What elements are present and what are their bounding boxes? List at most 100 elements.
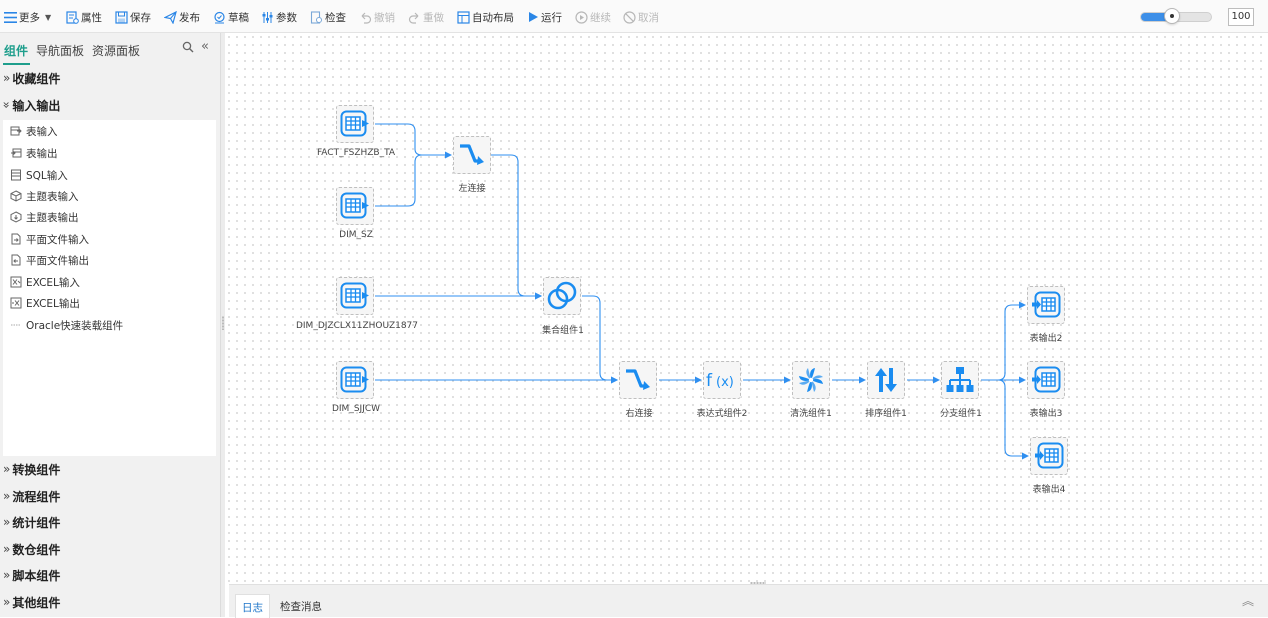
group-other[interactable]: » 其他组件 <box>0 590 220 614</box>
svg-text:f: f <box>706 371 713 391</box>
save-button[interactable]: 保存 <box>115 8 151 26</box>
group-flow[interactable]: » 流程组件 <box>0 484 220 508</box>
io-item-list: 表输入 表输出 SQL输入 主题表输入 主题表输出 平面文件输入 平面文件输出 <box>3 120 216 456</box>
node-label: 排序组件1 <box>865 409 907 419</box>
redo-button[interactable]: 重做 <box>408 8 444 26</box>
group-statistics[interactable]: » 统计组件 <box>0 510 220 534</box>
node-dim-sjjcw[interactable] <box>336 361 374 399</box>
excel-output-icon <box>10 297 22 309</box>
zoom-slider-handle[interactable] <box>1164 8 1181 24</box>
properties-icon <box>66 10 79 24</box>
list-item[interactable]: SQL输入 <box>10 166 68 184</box>
sliders-icon <box>262 11 273 23</box>
node-right-join[interactable] <box>619 361 657 399</box>
union-icon <box>547 281 577 310</box>
undo-button[interactable]: 撤销 <box>359 8 395 26</box>
params-button[interactable]: 参数 <box>261 8 297 26</box>
file-input-icon <box>11 233 21 245</box>
group-favorites[interactable]: » 收藏组件 <box>0 66 220 90</box>
node-dim-djzclx[interactable] <box>336 277 374 315</box>
left-join-icon <box>460 144 484 165</box>
link-union-rightjoin <box>582 295 618 384</box>
tab-resources[interactable]: 资源面板 <box>92 44 141 58</box>
caret-down-icon: ▼ <box>45 12 52 22</box>
group-label: 转换组件 <box>12 462 61 477</box>
node-sort[interactable] <box>867 361 905 399</box>
table-output-icon <box>11 148 22 158</box>
search-icon[interactable] <box>182 41 194 53</box>
properties-button[interactable]: 属性 <box>66 8 102 26</box>
oracle-load-icon <box>11 324 21 326</box>
table-input-icon <box>340 366 369 393</box>
node-label: 表达式组件2 <box>696 409 748 419</box>
chevron-right-icon: » <box>3 542 11 556</box>
group-transform[interactable]: » 转换组件 <box>0 457 220 481</box>
flow-canvas[interactable]: FACT_FSZHZB_TA DIM_SZ 左连接 DIM_DJZCLX11ZH… <box>225 33 1268 584</box>
list-item[interactable]: EXCEL输出 <box>10 294 80 312</box>
tab-check-messages[interactable]: 检查消息 <box>280 601 322 613</box>
list-item[interactable]: EXCEL输入 <box>10 273 80 291</box>
list-item[interactable]: Oracle快速装载组件 <box>10 316 123 334</box>
auto-layout-button[interactable]: 自动布局 <box>457 8 514 26</box>
toolbar: 更多 ▼ 属性 保存 发布 草稿 参数 检查 撤销 重做 自动布局 运行 <box>0 0 1268 33</box>
list-item[interactable]: 平面文件输出 <box>10 251 89 269</box>
item-label: 平面文件输出 <box>26 254 89 267</box>
cube-output-icon <box>10 211 22 223</box>
group-input-output[interactable]: » 输入输出 <box>0 93 220 117</box>
draft-button[interactable]: 草稿 <box>213 8 249 26</box>
tab-log[interactable]: 日志 <box>235 594 270 618</box>
node-fact-fszhzb-ta[interactable] <box>336 105 374 143</box>
node-table-output-4[interactable] <box>1030 437 1068 475</box>
undo-icon <box>361 12 372 24</box>
node-union[interactable] <box>543 277 581 315</box>
forbidden-icon <box>623 10 636 24</box>
node-label: 左连接 <box>458 184 486 194</box>
list-item[interactable]: 主题表输出 <box>10 208 79 226</box>
list-item[interactable]: 主题表输入 <box>10 187 79 205</box>
right-join-icon <box>626 369 650 390</box>
chevron-right-icon: » <box>3 462 11 476</box>
continue-button[interactable]: 继续 <box>575 8 611 26</box>
list-item[interactable]: 表输入 <box>10 122 58 140</box>
node-table-output-3[interactable] <box>1027 361 1065 399</box>
branch-icon <box>946 367 974 392</box>
node-dim-sz[interactable] <box>336 187 374 225</box>
list-item[interactable]: 平面文件输入 <box>10 230 89 248</box>
node-branch[interactable] <box>941 361 979 399</box>
check-button[interactable]: 检查 <box>310 8 346 26</box>
tab-navigation[interactable]: 导航面板 <box>36 44 85 58</box>
publish-button[interactable]: 发布 <box>164 8 200 26</box>
active-tab-underline <box>3 63 30 65</box>
more-menu-button[interactable]: 更多 ▼ <box>4 8 51 26</box>
link-branch-out4 <box>981 379 1029 460</box>
group-script[interactable]: » 脚本组件 <box>0 563 220 587</box>
node-label: 集合组件1 <box>542 326 584 336</box>
zoom-input[interactable]: 100 <box>1228 8 1254 26</box>
check-label: 检查 <box>325 11 346 24</box>
draft-label: 草稿 <box>228 11 249 24</box>
hamburger-icon <box>4 11 17 23</box>
node-left-join[interactable] <box>453 136 491 174</box>
node-table-output-2[interactable] <box>1027 286 1065 324</box>
tab-components[interactable]: 组件 <box>4 44 29 58</box>
paper-plane-icon <box>164 10 177 24</box>
node-clean[interactable] <box>792 361 830 399</box>
run-button[interactable]: 运行 <box>527 8 562 26</box>
list-item[interactable]: 表输出 <box>10 144 58 162</box>
bottom-resize-handle[interactable] <box>750 582 766 584</box>
node-label: FACT_FSZHZB_TA <box>316 148 396 158</box>
svg-text:(x): (x) <box>716 375 734 390</box>
chevron-right-icon: » <box>3 71 11 85</box>
group-label: 脚本组件 <box>12 568 61 583</box>
expand-up-icon[interactable]: ︽ <box>1241 594 1254 608</box>
group-warehouse[interactable]: » 数仓组件 <box>0 537 220 561</box>
splitter-grip[interactable] <box>222 316 224 330</box>
cancel-button[interactable]: 取消 <box>623 8 659 26</box>
draft-icon <box>214 11 225 23</box>
link-dimsz-leftjoin <box>375 154 451 207</box>
collapse-panel-icon[interactable]: « <box>201 39 209 54</box>
node-label: 表输出2 <box>1029 334 1063 344</box>
item-label: SQL输入 <box>26 169 68 182</box>
node-expression[interactable]: f(x) <box>703 361 741 399</box>
excel-input-icon <box>10 276 22 288</box>
